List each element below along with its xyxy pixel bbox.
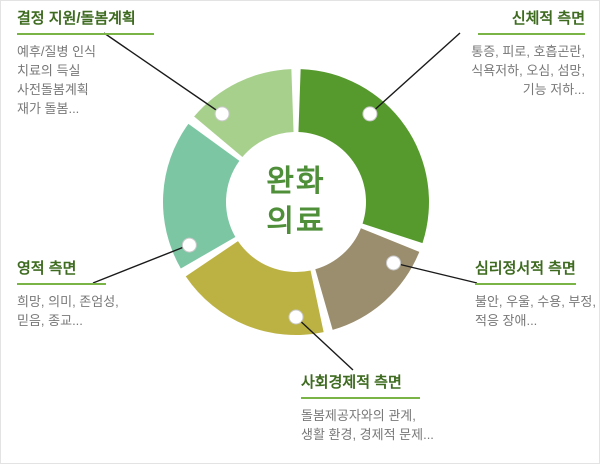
- label-block-psychological: 심리정서적 측면 불안, 우울, 수용, 부정, 적응 장애...: [475, 257, 596, 330]
- label-psychological-details: 불안, 우울, 수용, 부정, 적응 장애...: [475, 292, 596, 330]
- anchor-dot-spiritual: [181, 237, 197, 253]
- detail-line: 돌봄제공자와의 관계,: [301, 408, 416, 423]
- label-block-physical: 신체적 측면 통증, 피로, 호흡곤란, 식욕저하, 오심, 섬망, 기능 저하…: [471, 7, 585, 99]
- label-socioeconomic-details: 돌봄제공자와의 관계, 생활 환경, 경제적 문제...: [301, 406, 434, 444]
- connector-line-decision: [103, 32, 223, 115]
- detail-line: 생활 환경, 경제적 문제...: [301, 427, 434, 442]
- anchor-dot-physical: [362, 106, 378, 122]
- detail-line: 식욕저하, 오심, 섬망,: [471, 63, 585, 78]
- label-spiritual-title: 영적 측면: [17, 257, 107, 285]
- donut-segment-spiritual: [162, 123, 240, 269]
- detail-line: 치료의 득실: [17, 63, 81, 78]
- donut-segment-socioeconomic: [185, 241, 324, 335]
- detail-line: 믿음, 종교...: [17, 313, 83, 328]
- label-block-spiritual: 영적 측면 희망, 의미, 존엄성, 믿음, 종교...: [17, 257, 119, 330]
- detail-line: 희망, 의미, 존엄성,: [17, 294, 119, 309]
- label-decision-details: 예후/질병 인식 치료의 득실 사전돌봄계획 재가 돌봄...: [17, 42, 154, 118]
- detail-line: 적응 장애...: [475, 313, 538, 328]
- label-physical-details: 통증, 피로, 호흡곤란, 식욕저하, 오심, 섬망, 기능 저하...: [471, 42, 585, 99]
- label-block-decision: 결정 지원/돌봄계획 예후/질병 인식 치료의 득실 사전돌봄계획 재가 돌봄.…: [17, 7, 154, 118]
- detail-line: 통증, 피로, 호흡곤란,: [471, 44, 585, 59]
- detail-line: 불안, 우울, 수용, 부정,: [475, 294, 596, 309]
- connector-line-socioeconomic: [295, 316, 354, 371]
- detail-line: 예후/질병 인식: [17, 44, 96, 59]
- anchor-dot-socioeconomic: [288, 309, 304, 325]
- anchor-dot-decision: [214, 106, 230, 122]
- connector-line-spiritual: [92, 244, 190, 284]
- label-block-socioeconomic: 사회경제적 측면 돌봄제공자와의 관계, 생활 환경, 경제적 문제...: [301, 371, 434, 444]
- donut-segment-decision: [194, 69, 294, 158]
- label-socioeconomic-title: 사회경제적 측면: [301, 371, 420, 399]
- label-psychological-title: 심리정서적 측면: [475, 257, 576, 285]
- connector-line-physical: [369, 32, 461, 115]
- donut-segment-physical: [298, 69, 429, 244]
- label-physical-title: 신체적 측면: [477, 7, 585, 35]
- anchor-dot-psychological: [386, 255, 402, 271]
- center-title-line2: 의료: [266, 205, 326, 238]
- detail-line: 재가 돌봄...: [17, 101, 80, 116]
- center-title: 완화 의료: [266, 162, 325, 242]
- connector-line-psychological: [393, 262, 478, 284]
- center-title-line1: 완화: [266, 165, 326, 198]
- donut-segment-psychological: [315, 228, 420, 330]
- label-spiritual-details: 희망, 의미, 존엄성, 믿음, 종교...: [17, 292, 119, 330]
- detail-line: 기능 저하...: [522, 82, 585, 97]
- detail-line: 사전돌봄계획: [17, 82, 89, 97]
- label-decision-title: 결정 지원/돌봄계획: [17, 7, 154, 35]
